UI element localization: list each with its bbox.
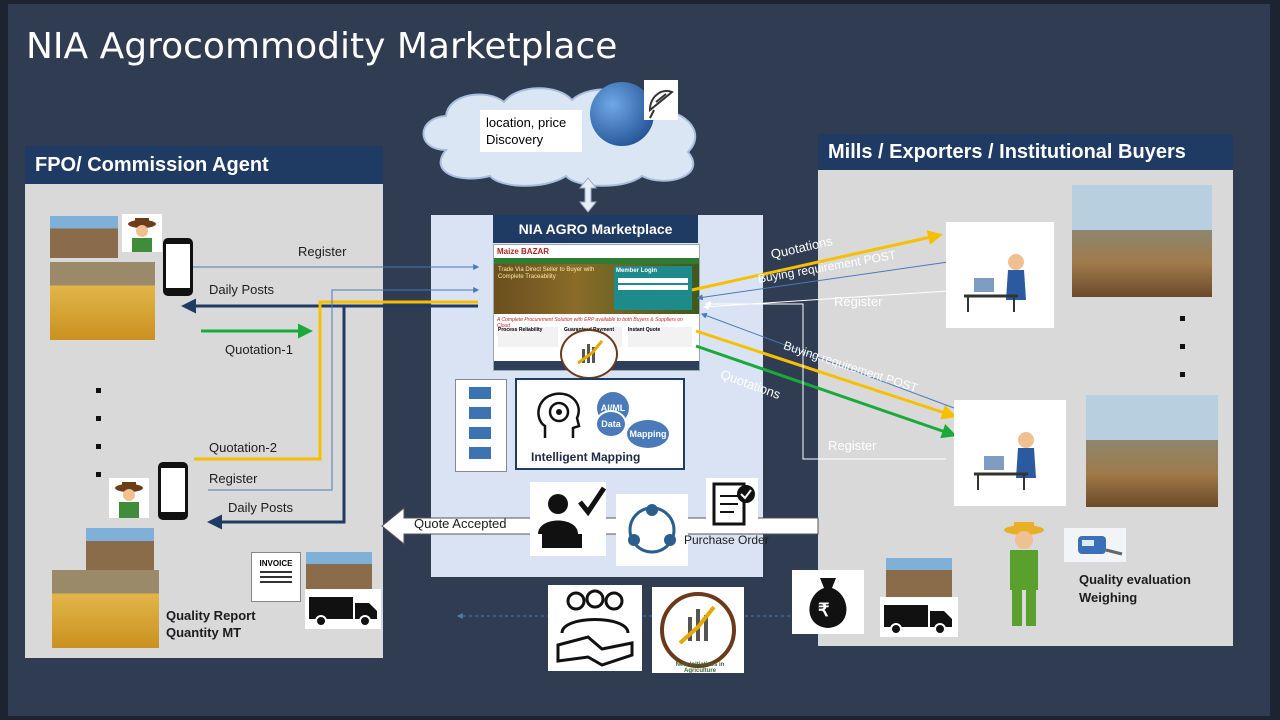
rupee-symbol: ₹ — [818, 600, 830, 620]
gear-mapping: Mapping — [625, 418, 671, 450]
farmer-icon-2 — [109, 478, 149, 518]
flow-daily-posts-bottom: Daily Posts — [228, 500, 294, 515]
feature-reliability: Process Reliability — [498, 327, 558, 347]
storage-image-right — [886, 558, 952, 598]
weighing-label: Weighing — [1079, 590, 1138, 605]
approval-user-icon — [530, 482, 607, 556]
invoice-label: INVOICE — [259, 559, 293, 568]
flow-register-right-bottom: Register — [828, 438, 877, 453]
truck-icon — [305, 589, 381, 629]
quality-report-label: Quality Report — [166, 608, 256, 623]
cloud-link-arrow — [578, 177, 598, 213]
buyer-workstation-icon-2 — [954, 400, 1066, 506]
warehouse-grain-image-2 — [1086, 395, 1218, 507]
satellite-dish-icon — [644, 80, 678, 120]
login-pass-field[interactable] — [618, 285, 688, 290]
login-user-field[interactable] — [618, 278, 688, 283]
listing-thumbnails — [455, 379, 507, 472]
website-screenshot: Maize BAZAR Trade Via Direct Seller to B… — [493, 244, 700, 371]
flow-register-right-top: Register — [834, 294, 883, 309]
flow-daily-posts-top: Daily Posts — [209, 282, 275, 297]
cloud-label: location, price Discovery — [480, 110, 582, 152]
intelligent-mapping-label: Intelligent Mapping — [531, 450, 641, 464]
network-people-icon — [616, 494, 688, 566]
invoice-icon: INVOICE — [251, 552, 301, 602]
diagram-canvas: NIA Agrocommodity Marketplace FPO/ Commi… — [8, 4, 1270, 716]
website-tagline: A Complete Procurement Solution with ERP… — [497, 317, 683, 329]
inspector-icon — [1000, 520, 1048, 628]
nia-logo — [652, 587, 744, 673]
nia-logo-text: New Initiatives in Agriculture — [675, 662, 725, 674]
grain-pile-image — [50, 262, 155, 340]
marketplace-header: NIA AGRO Marketplace — [493, 215, 698, 243]
phone-icon — [163, 238, 193, 296]
quality-evaluation-label: Quality evaluation — [1079, 572, 1191, 587]
purchase-order-label: Purchase Order — [684, 533, 769, 547]
truck-icon-right — [880, 597, 958, 637]
intelligent-mapping-box: AI/ML Data Mapping Intelligent Mapping — [515, 378, 685, 470]
flow-quotation-1: Quotation-1 — [225, 342, 293, 357]
warehouse-grain-image — [1072, 185, 1212, 297]
flow-quotation-2: Quotation-2 — [209, 440, 277, 455]
more-fpo-dots — [96, 388, 101, 500]
buyer-workstation-icon — [946, 222, 1054, 328]
handshake-team-icon — [548, 585, 642, 671]
flow-register-top: Register — [298, 244, 347, 259]
phone-icon-2 — [158, 462, 188, 520]
money-bag-icon — [792, 570, 864, 634]
page-title: NIA Agrocommodity Marketplace — [26, 26, 618, 67]
buyers-header: Mills / Exporters / Institutional Buyers — [818, 134, 1233, 170]
website-logo: Maize BAZAR — [497, 247, 550, 256]
quantity-label: Quantity MT — [166, 625, 242, 640]
grain-pile-image-2 — [52, 570, 159, 648]
globe-icon — [590, 82, 654, 146]
flow-register-bottom: Register — [209, 471, 258, 486]
login-box: Member Login — [614, 266, 692, 310]
website-nav — [494, 258, 699, 264]
storage-image-3 — [306, 552, 372, 592]
brain-gear-icon — [537, 392, 581, 438]
purchase-order-icon — [706, 478, 758, 530]
fpo-header: FPO/ Commission Agent — [25, 146, 383, 184]
farmer-icon — [122, 214, 162, 252]
moisture-meter-icon — [1064, 528, 1126, 562]
storage-silo-image-2 — [86, 528, 154, 572]
feature-quote: Instant Quote — [628, 327, 692, 347]
storage-silo-image — [50, 216, 118, 258]
website-hero-text: Trade Via Direct Seller to Buyer with Co… — [498, 267, 595, 280]
login-title: Member Login — [616, 268, 658, 274]
gear-data: Data — [595, 410, 627, 438]
quote-accepted-label: Quote Accepted — [414, 516, 507, 531]
